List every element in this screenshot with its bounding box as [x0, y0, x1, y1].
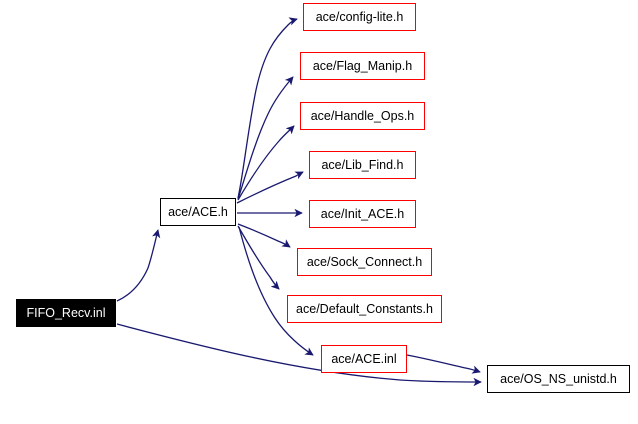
node-label: ace/ACE.h	[168, 204, 228, 219]
node-handle_ops[interactable]: ace/Handle_Ops.h	[300, 102, 425, 130]
node-default_const[interactable]: ace/Default_Constants.h	[287, 295, 442, 323]
edge-ace-inl-to-os-ns-unistd	[406, 354, 481, 374]
edge-ace-h-to-handle-ops	[237, 125, 295, 201]
edge-ace-h-to-ace-inl	[238, 226, 314, 356]
node-label: FIFO_Recv.inl	[26, 305, 106, 320]
node-label: ace/Handle_Ops.h	[310, 108, 415, 123]
node-label: ace/Sock_Connect.h	[306, 254, 423, 269]
node-label: ace/Flag_Manip.h	[312, 58, 413, 73]
node-os_ns_unistd[interactable]: ace/OS_NS_unistd.h	[487, 365, 630, 393]
node-lib_find[interactable]: ace/Lib_Find.h	[309, 151, 416, 179]
edge-root-to-ace-h	[116, 229, 161, 302]
node-sock_connect[interactable]: ace/Sock_Connect.h	[297, 248, 432, 276]
node-flag_manip[interactable]: ace/Flag_Manip.h	[300, 52, 425, 80]
node-label: ace/Default_Constants.h	[296, 301, 433, 316]
node-label: ace/Init_ACE.h	[320, 206, 405, 221]
edge-ace-h-to-config-lite	[237, 17, 298, 199]
node-label: ace/ACE.inl	[331, 351, 397, 366]
node-root: FIFO_Recv.inl	[16, 299, 116, 327]
node-ace_inl[interactable]: ace/ACE.inl	[321, 345, 407, 373]
edge-ace-h-to-flag-manip	[237, 76, 294, 200]
edge-ace-h-to-sock-connect	[237, 223, 291, 248]
edge-root-to-os-ns-unistd	[116, 323, 482, 387]
node-label: ace/Lib_Find.h	[321, 157, 404, 172]
node-label: ace/OS_NS_unistd.h	[500, 371, 617, 386]
node-config_lite[interactable]: ace/config-lite.h	[303, 3, 416, 31]
node-init_ace[interactable]: ace/Init_ACE.h	[309, 200, 416, 228]
edge-ace-h-to-default-constants	[237, 225, 280, 290]
node-label: ace/config-lite.h	[315, 9, 404, 24]
node-ace_h[interactable]: ace/ACE.h	[160, 198, 236, 226]
edge-ace-h-to-lib-find	[236, 171, 304, 204]
